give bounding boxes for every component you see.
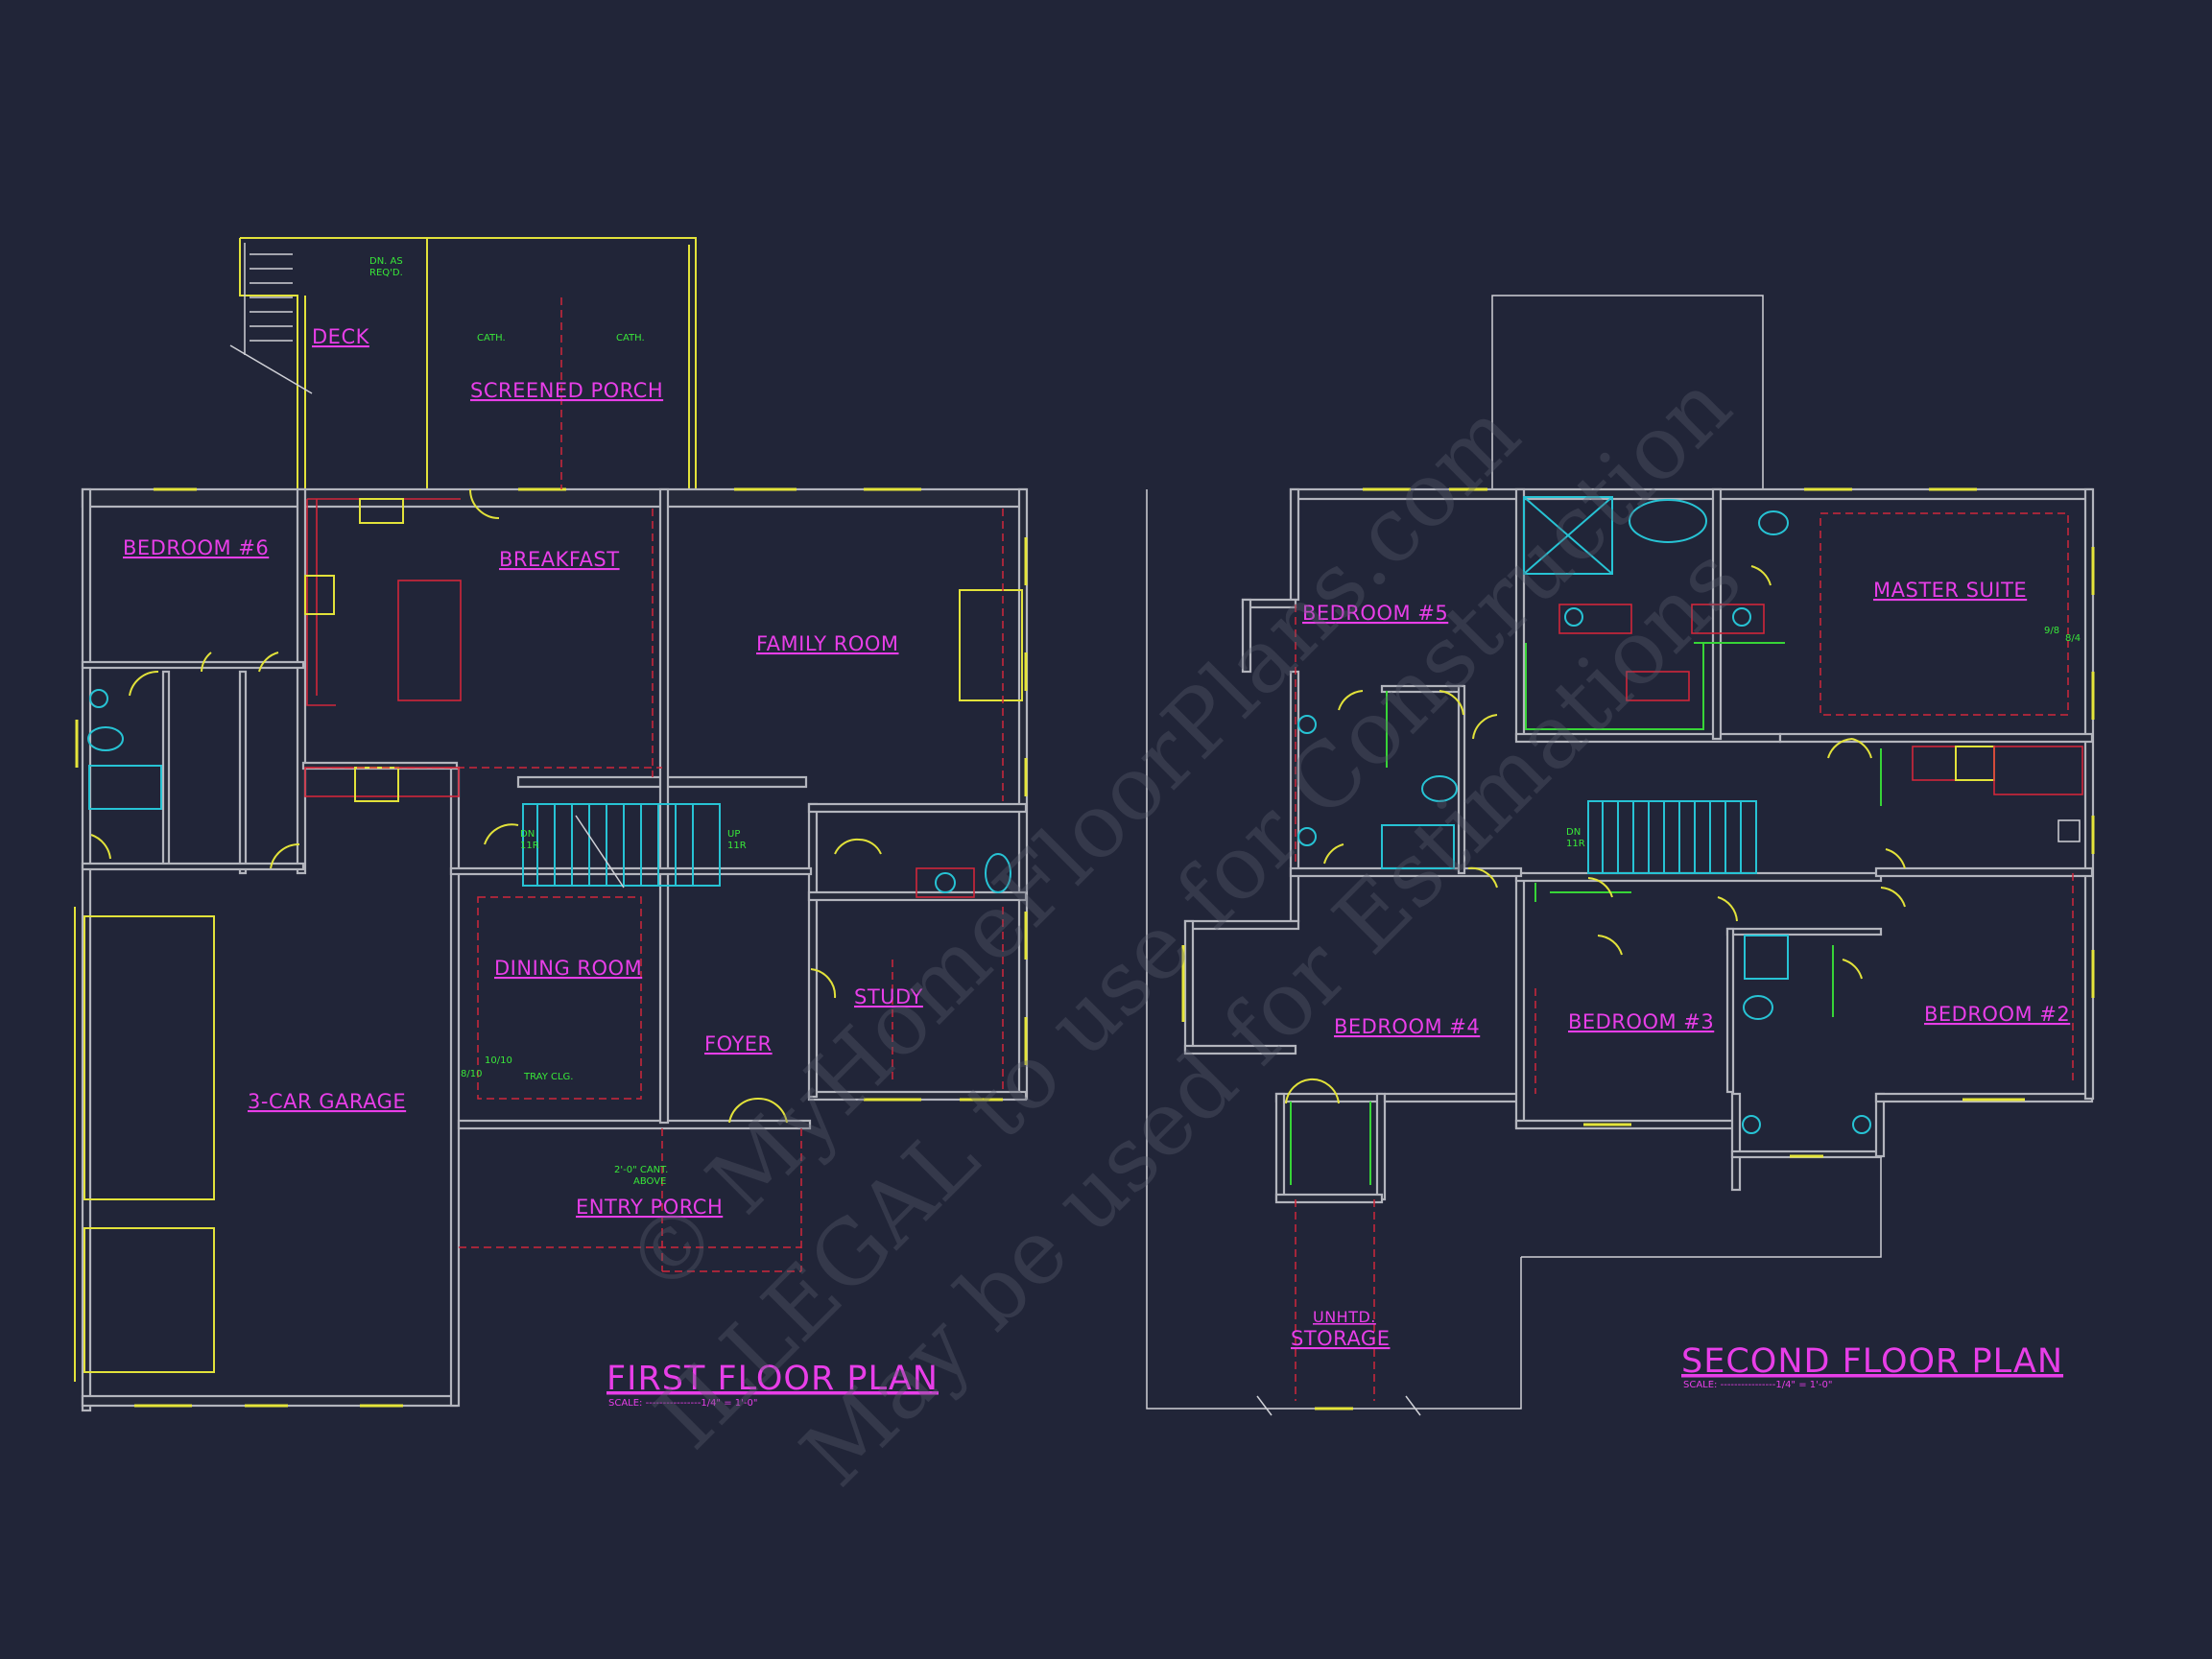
kitchen-counters [304,498,462,802]
deck-outline [239,237,697,490]
first-floor-dashed-lines [307,297,1004,1272]
dn-as-reqd-note: DN. AS [369,256,403,267]
second-floor-doors [1285,565,1906,1104]
second-floor-walls [1183,487,2095,1204]
first-floor-plan: DECK SCREENED PORCH BEDROOM #6 BREAKFAST… [74,237,1029,1412]
cant-note: 2'-0" CANT. [614,1165,668,1175]
bedroom2-label: BEDROOM #2 [1924,1003,2070,1026]
dining-room-label: DINING ROOM [494,957,642,980]
garage-label: 3-CAR GARAGE [248,1090,406,1113]
height-note-b: 8/10 [461,1069,482,1079]
second-floor-dashed-lines [1295,512,2074,1401]
stair-up-note-2: 11R [727,841,747,851]
dn-as-reqd-note-2: REQ'D. [369,268,403,278]
deck-stair [229,253,313,394]
cant-note-2: ABOVE [633,1176,666,1187]
study-label: STUDY [854,985,923,1008]
master-suite-label: MASTER SUITE [1873,579,2027,602]
fireplace [959,589,1023,701]
storage-label-2: STORAGE [1291,1327,1390,1350]
second-floor-labels: BEDROOM #5 MASTER SUITE BEDROOM #4 BEDRO… [1291,579,2081,1390]
bedroom3-label: BEDROOM #3 [1568,1010,1714,1033]
foyer-label: FOYER [704,1032,773,1055]
storage-label-1: UNHTD. [1313,1308,1376,1326]
second-floor-closets [1290,691,1882,1185]
family-room-label: FAMILY ROOM [756,632,899,655]
height-note-a: 10/10 [485,1055,512,1066]
watermark: © MyHomeFloorPlans.com ILLEGAL to use fo… [606,354,1761,1505]
entry-porch-label: ENTRY PORCH [576,1196,723,1219]
bedroom6-label: BEDROOM #6 [123,536,269,559]
cath-note-left: CATH. [477,333,506,344]
first-floor-labels: DECK SCREENED PORCH BEDROOM #6 BREAKFAST… [123,256,939,1409]
second-floor-stair [1587,800,1757,874]
breakfast-label: BREAKFAST [499,548,620,571]
bedroom5-label: BEDROOM #5 [1302,602,1448,625]
cath-note-right: CATH. [616,333,645,344]
second-floor-plan: BEDROOM #5 MASTER SUITE BEDROOM #4 BEDRO… [1146,295,2095,1416]
master-bath-fixtures [1523,496,1789,730]
stair-dn-note-2f-2: 11R [1566,839,1585,849]
main-stair [522,803,721,889]
garage-doors [74,907,215,1382]
screened-porch-label: SCREENED PORCH [470,379,663,402]
stair-dn-note-2f: DN [1566,827,1581,838]
first-floor-title: FIRST FLOOR PLAN [607,1360,939,1398]
master-height-b: 8/4 [2065,633,2081,644]
deck-label: DECK [312,325,370,348]
second-floor-scale: SCALE: ----------------1/4" = 1'-0" [1683,1380,1832,1390]
bedroom4-label: BEDROOM #4 [1334,1015,1480,1038]
master-height-a: 9/8 [2044,626,2059,636]
stair-up-note: UP [727,829,740,840]
first-floor-doors [90,488,882,1124]
stair-dn-note-2: 11R [520,841,539,851]
second-floor-title: SECOND FLOOR PLAN [1681,1342,2063,1381]
tray-ceiling-note: TRAY CLG. [523,1072,573,1082]
second-floor-windows [1181,487,2095,1410]
watermark-line2: ILLEGAL to use for Construction [636,354,1750,1468]
stair-dn-note: DN [520,829,535,840]
second-floor-bath-fixtures [1297,715,2083,1134]
first-floor-scale: SCALE: ----------------1/4" = 1'-0" [608,1398,757,1409]
first-floor-fixtures [87,689,1011,898]
first-floor-windows [75,487,1028,1408]
